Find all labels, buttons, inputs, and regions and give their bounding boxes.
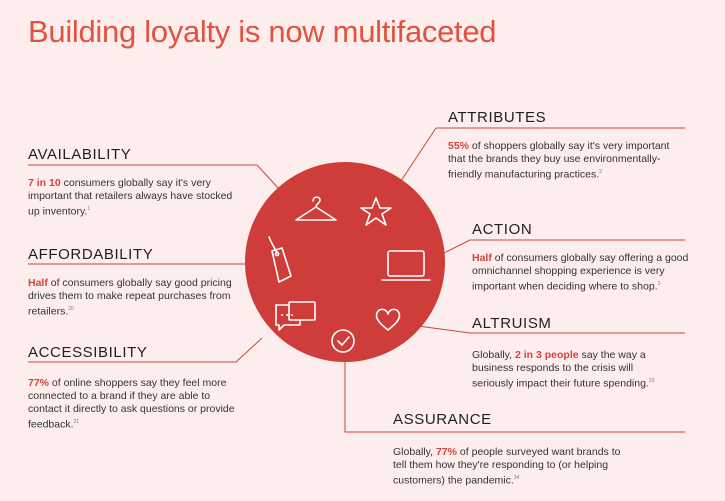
laptop-icon xyxy=(381,250,431,281)
footnote-ref: 20 xyxy=(68,306,74,312)
section-heading: ACTION xyxy=(472,221,533,238)
footnote-ref: 24 xyxy=(513,475,520,481)
connector-action xyxy=(437,239,685,257)
footnote-ref: 21 xyxy=(73,419,80,425)
section-availability: AVAILABILITY 7 in 10 consumers globally … xyxy=(28,146,258,219)
section-action: ACTION Half of consumers globally say of… xyxy=(472,221,697,294)
stat-highlight: 77% xyxy=(28,377,50,389)
checkmark-circle-icon xyxy=(331,329,355,353)
section-text: Half of consumers globally say good pric… xyxy=(28,277,232,318)
section-heading: AVAILABILITY xyxy=(28,146,132,163)
stat-highlight: Half xyxy=(472,252,492,264)
section-assurance: ASSURANCE Globally, 77% of people survey… xyxy=(393,411,693,488)
section-text: 7 in 10 consumers globally say it's very… xyxy=(28,177,233,218)
section-altruism: ALTRUISM Globally, 2 in 3 people say the… xyxy=(472,315,697,391)
connector-altruism xyxy=(417,325,685,334)
footnote-ref: 2 xyxy=(657,281,661,287)
footnote-ref: 23 xyxy=(648,378,655,384)
connector-accessibility xyxy=(28,337,263,363)
section-heading: ASSURANCE xyxy=(393,411,492,428)
section-text: 77% of online shoppers say they feel mor… xyxy=(28,377,235,431)
price-tag-icon xyxy=(268,236,292,283)
section-text: Globally, 2 in 3 people say the way a bu… xyxy=(472,349,655,390)
section-heading: AFFORDABILITY xyxy=(28,246,154,263)
section-text: Globally, 77% of people surveyed want br… xyxy=(393,446,621,487)
section-heading: ACCESSIBILITY xyxy=(28,344,148,361)
section-text: Half of consumers globally say offering … xyxy=(472,252,689,293)
center-circle xyxy=(245,162,445,362)
section-accessibility: ACCESSIBILITY 77% of online shoppers say… xyxy=(28,344,258,432)
footnote-ref: 2 xyxy=(599,169,602,175)
connector-assurance xyxy=(344,360,685,433)
footnote-ref: 1 xyxy=(87,206,91,212)
section-heading: ATTRIBUTES xyxy=(448,109,547,126)
hanger-icon xyxy=(295,196,337,221)
stat-highlight: 2 in 3 people xyxy=(515,349,579,361)
section-attributes: ATTRIBUTES 55% of shoppers globally say … xyxy=(448,109,688,182)
stat-highlight: 77% xyxy=(436,446,458,458)
page-title: Building loyalty is now multifaceted xyxy=(28,14,497,49)
section-text: 55% of shoppers globally say it's very i… xyxy=(448,140,670,181)
section-affordability: AFFORDABILITY Half of consumers globally… xyxy=(28,246,258,319)
heart-icon xyxy=(375,308,401,331)
section-heading: ALTRUISM xyxy=(472,315,552,332)
star-icon xyxy=(360,197,392,226)
connector-attributes xyxy=(394,127,685,191)
stat-highlight: 55% xyxy=(448,140,470,152)
connector-availability xyxy=(28,164,281,191)
stat-highlight: Half xyxy=(28,277,48,289)
stat-highlight: 7 in 10 xyxy=(28,177,61,189)
chat-bubbles-icon xyxy=(275,301,316,331)
